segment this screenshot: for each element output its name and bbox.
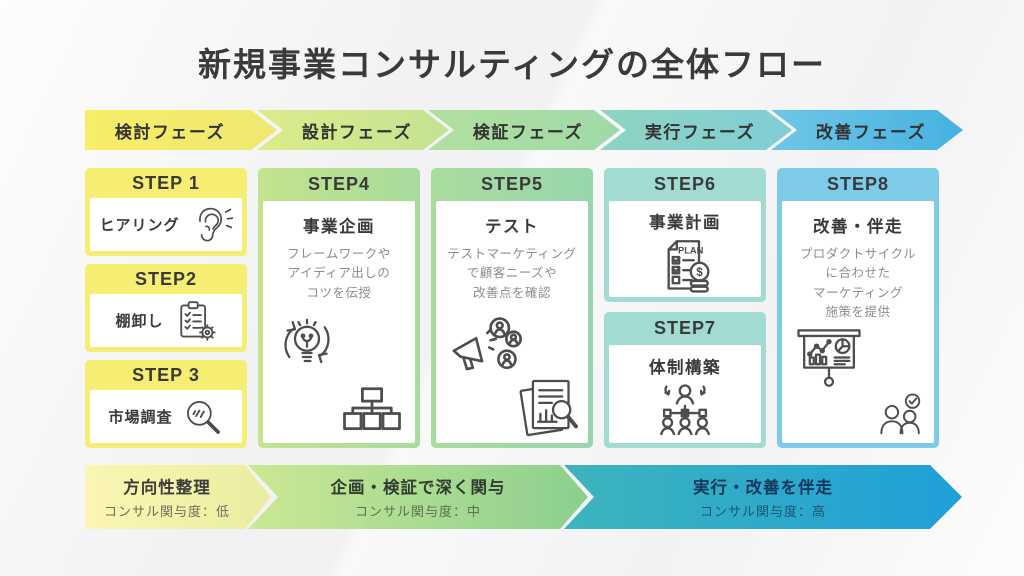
step4-title: 事業企画	[303, 218, 375, 236]
phase-label: 改善フェーズ	[815, 122, 927, 142]
engagement-band-high: 実行・改善を伴走 コンサル関与度：高	[564, 465, 962, 529]
band-title: 方向性整理	[123, 479, 211, 497]
band-title: 実行・改善を伴走	[693, 479, 833, 497]
step4-description: フレームワークや アイディア出しの コツを伝授	[287, 247, 391, 300]
step6-badge: STEP6	[653, 174, 717, 194]
presentation-chart-icon	[797, 329, 861, 387]
step1-title: ヒアリング	[99, 217, 180, 234]
step7-badge: STEP7	[653, 318, 717, 338]
step8-badge: STEP8	[826, 174, 890, 194]
step7-body: 体制構築	[609, 345, 761, 443]
svg-text:$: $	[696, 266, 703, 279]
team-structure-icon	[660, 384, 710, 436]
phase-chevron-kenshou: 検証フェーズ	[428, 110, 620, 150]
svg-text:PLAN: PLAN	[678, 245, 704, 255]
step1-body: ヒアリング	[90, 198, 242, 251]
band-subtitle: コンサル関与度：低	[103, 504, 230, 519]
band-subtitle: コンサル関与度：高	[699, 504, 826, 519]
ear-icon	[198, 207, 233, 242]
phase-label: 実行フェーズ	[644, 122, 756, 142]
step8-description: プロダクトサイクル に合わせた マーケティング 施策を提供	[799, 247, 917, 320]
step8-title: 改善・伴走	[813, 218, 903, 236]
step8-box: STEP8 改善・伴走 プロダクトサイクル に合わせた マーケティング 施策を提…	[777, 168, 939, 448]
org-chart-icon	[343, 387, 401, 431]
step5-description: テストマーケティング で顧客ニーズや 改善点を確認	[447, 247, 577, 300]
phase-label: 設計フェーズ	[301, 122, 413, 142]
step3-body: 市場調査	[90, 390, 242, 443]
step6-body: 事業計画 PLAN $	[609, 201, 761, 297]
phase-chevron-jikkou: 実行フェーズ	[600, 110, 792, 150]
page-title: 新規事業コンサルティングの全体フロー	[197, 46, 827, 83]
phase-label: 検証フェーズ	[472, 122, 584, 142]
engagement-band-low: 方向性整理 コンサル関与度：低	[85, 465, 271, 529]
step1-box: STEP 1 ヒアリング	[85, 168, 247, 256]
step3-box: STEP 3 市場調査	[85, 360, 247, 448]
step3-title: 市場調査	[108, 409, 173, 426]
report-analysis-icon	[519, 379, 578, 436]
phase-label: 検討フェーズ	[114, 122, 226, 142]
step5-title: テスト	[485, 218, 539, 236]
step5-box: STEP5 テスト テストマーケティング で顧客ニーズや 改善点を確認	[431, 168, 593, 448]
magnifier-icon	[186, 400, 220, 434]
step2-body: 棚卸し	[90, 294, 242, 347]
step2-badge: STEP2	[134, 269, 198, 289]
band-title: 企画・検証で深く関与	[330, 479, 506, 497]
engagement-band-mid: 企画・検証で深く関与 コンサル関与度：中	[248, 465, 588, 529]
step2-title: 棚卸し	[115, 313, 164, 330]
step6-box: STEP6 事業計画 PLAN $	[604, 168, 766, 302]
step5-badge: STEP5	[480, 174, 544, 194]
step8-body: 改善・伴走 プロダクトサイクル に合わせた マーケティング 施策を提供	[782, 201, 934, 443]
band-subtitle: コンサル関与度：中	[354, 504, 481, 519]
promotion-megaphone-icon	[452, 317, 522, 371]
step4-box: STEP4 事業企画 フレームワークや アイディア出しの コツを伝授	[258, 168, 420, 448]
phase-chevron-kaizen: 改善フェーズ	[771, 110, 963, 150]
step2-box: STEP2 棚卸し	[85, 264, 247, 352]
step4-body: 事業企画 フレームワークや アイディア出しの コツを伝授	[263, 201, 415, 443]
idea-cycle-icon	[284, 318, 330, 364]
phase-chevron-kentou: 検討フェーズ	[85, 110, 277, 150]
step6-title: 事業計画	[649, 214, 721, 232]
step5-body: テスト テストマーケティング で顧客ニーズや 改善点を確認	[436, 201, 588, 443]
step3-badge: STEP 3	[132, 365, 200, 385]
clipboard-gear-icon	[179, 301, 216, 342]
step7-title: 体制構築	[649, 359, 721, 377]
step1-badge: STEP 1	[132, 173, 200, 193]
phase-chevron-sekkei: 設計フェーズ	[257, 110, 449, 150]
business-plan-icon: PLAN $	[667, 240, 710, 293]
support-check-icon	[880, 393, 921, 435]
step4-badge: STEP4	[307, 174, 371, 194]
step7-box: STEP7 体制構築	[604, 312, 766, 448]
